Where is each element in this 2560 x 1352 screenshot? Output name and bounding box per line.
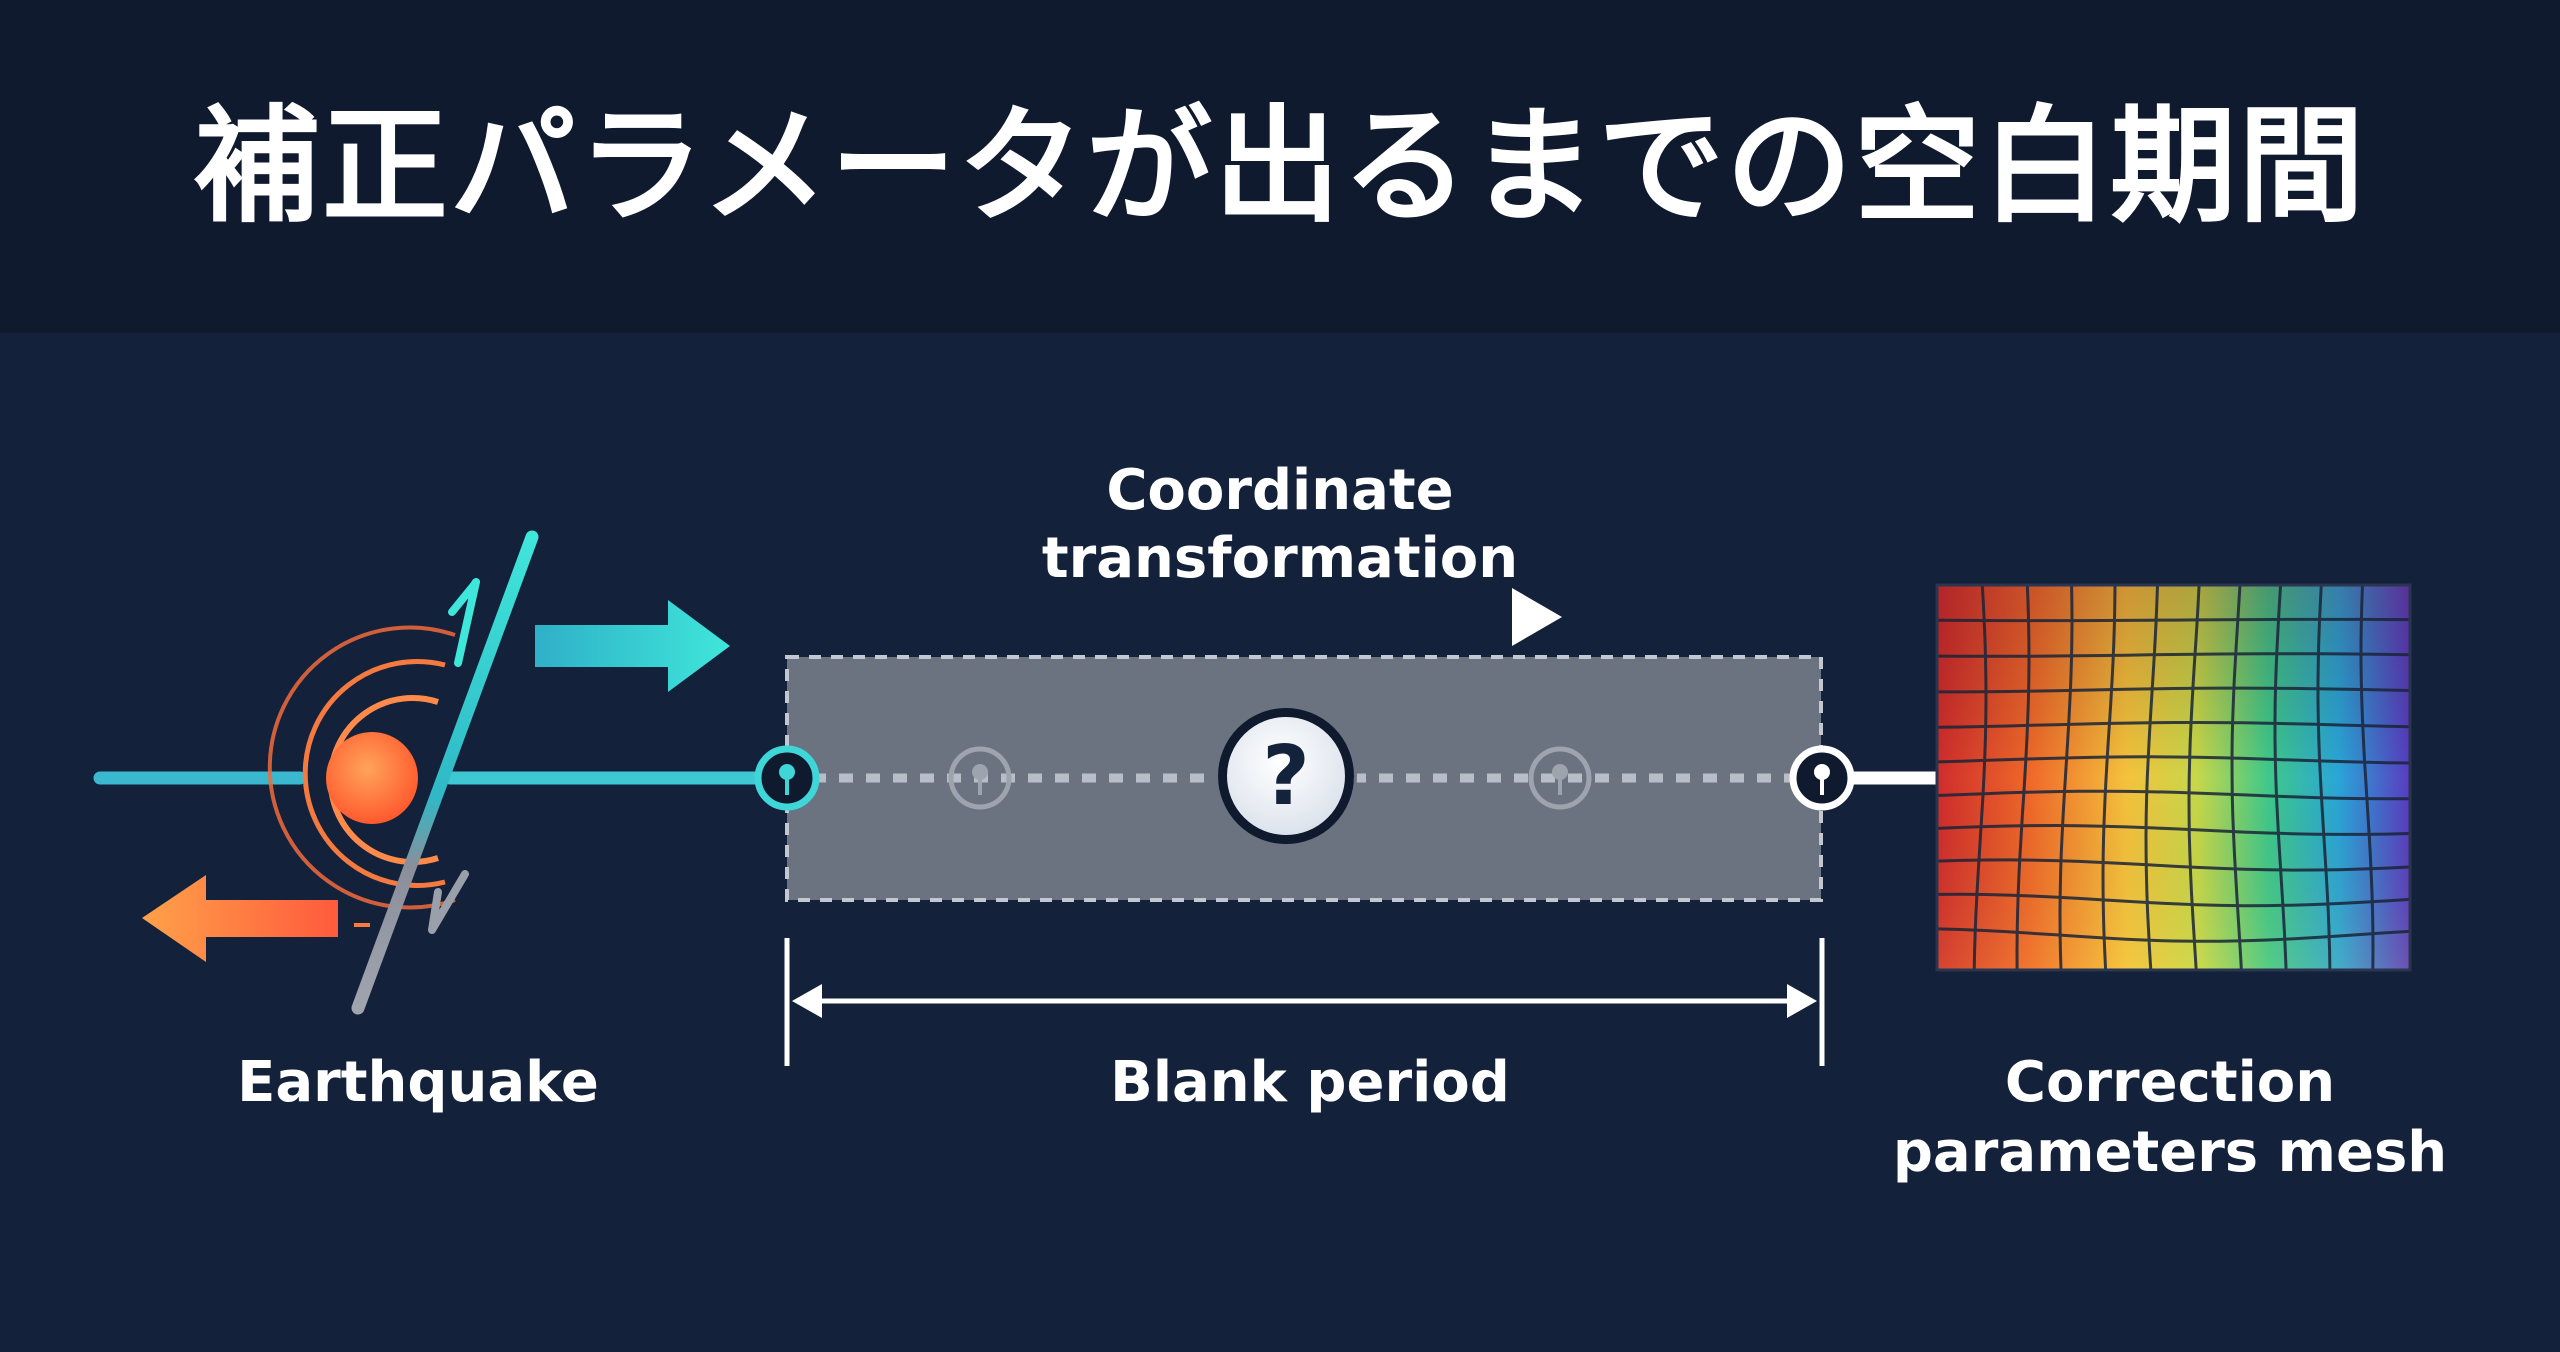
mesh-grid-line bbox=[1936, 789, 2410, 801]
earthquake-fault-icon bbox=[93, 530, 792, 1015]
earthquake-label: Earthquake bbox=[237, 1050, 599, 1115]
mesh-grid-line bbox=[1936, 892, 2411, 908]
mesh-grid-line bbox=[2058, 584, 2074, 971]
coordinate-transformation-arrow bbox=[1010, 588, 1562, 646]
blank-period-box bbox=[785, 655, 1823, 902]
start-pin-icon bbox=[754, 745, 820, 811]
blank-period-label: Blank period bbox=[1110, 1050, 1510, 1115]
mesh-grid-line bbox=[2144, 584, 2159, 971]
question-mark-icon: ? bbox=[1218, 708, 1354, 844]
header-band bbox=[0, 0, 2560, 333]
correction-mesh-icon bbox=[1935, 583, 2412, 972]
mesh-grid-line bbox=[1936, 823, 2411, 836]
mesh-grid-line bbox=[2316, 584, 2332, 971]
correction-label-line1: Correction bbox=[2004, 1050, 2336, 1115]
pending-pin-icon bbox=[1528, 746, 1592, 810]
mesh-grid-line bbox=[1936, 721, 2411, 729]
mesh-grid-line bbox=[1936, 858, 2411, 872]
mesh-grid-line bbox=[1936, 927, 2411, 943]
mesh-grid-line bbox=[1937, 686, 2411, 694]
correction-label-line2: parameters mesh bbox=[1892, 1120, 2448, 1185]
mesh-grid-line bbox=[2015, 584, 2031, 971]
blank-period-span-arrow bbox=[784, 938, 1825, 1066]
mesh-grid-line bbox=[2101, 584, 2117, 971]
page-title: 補正パラメータが出るまでの空白期間 bbox=[193, 93, 2367, 240]
mesh-grid-line bbox=[2359, 584, 2375, 971]
mesh-grid-line bbox=[1972, 584, 1988, 971]
mesh-grid-line bbox=[1936, 755, 2411, 765]
coordinate-transformation-label-line1: Coordinate bbox=[1106, 458, 1454, 523]
mesh-grid-line bbox=[1936, 617, 2411, 623]
end-pin-icon bbox=[1789, 745, 1937, 811]
coordinate-transformation-label-line2: transformation bbox=[1041, 526, 1519, 591]
mesh-grid-line bbox=[1936, 652, 2411, 658]
pending-pin-icon bbox=[948, 746, 1012, 810]
